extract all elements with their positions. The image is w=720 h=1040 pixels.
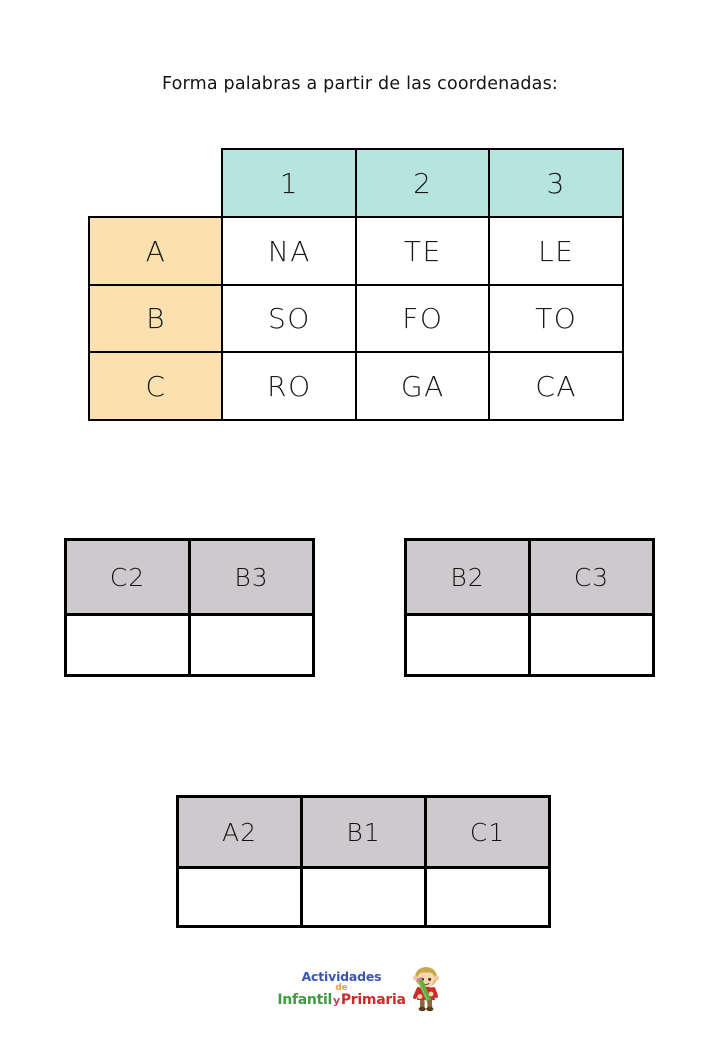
coordinate-grid-row-b: B SO FO TO (88, 283, 632, 354)
grid-cell-a3: LE (488, 216, 625, 287)
exercise-2-table: B2 C3 (404, 538, 655, 677)
exercise-1-answer-1[interactable] (188, 613, 315, 677)
grid-cell-a2: TE (354, 216, 491, 287)
exercise-3-table: A2 B1 C1 (176, 795, 551, 928)
row-header-b: B (88, 283, 224, 354)
exercise-1-answer-0[interactable] (64, 613, 191, 677)
coordinate-grid-header-row: 1 2 3 (88, 148, 632, 219)
grid-cell-c1: RO (221, 351, 358, 422)
exercise-3-coordinate-2: C1 (424, 795, 551, 869)
exercise-3-answer-0[interactable] (176, 866, 303, 928)
column-header-2: 2 (354, 148, 491, 219)
grid-cell-b2: FO (354, 283, 491, 354)
exercise-2-coordinate-0: B2 (404, 538, 531, 616)
coordinate-grid-table: 1 2 3 A NA TE LE B SO FO TO C RO GA CA (88, 148, 632, 422)
logo-word-primaria: Primaria (340, 991, 406, 1008)
exercise-1-coordinate-1: B3 (188, 538, 315, 616)
exercise-2-answer-row (404, 613, 655, 677)
exercise-2-answer-1[interactable] (528, 613, 655, 677)
logo-line-infantil-y-primaria: InfantilyPrimaria (277, 991, 406, 1008)
row-header-c: C (88, 351, 224, 422)
exercise-3-answer-2[interactable] (424, 866, 551, 928)
logo-wordmark: Actividades de InfantilyPrimaria (277, 968, 406, 1008)
logo-word-infantil: Infantil (277, 991, 332, 1008)
grid-cell-c2: GA (354, 351, 491, 422)
exercise-2-coordinate-row: B2 C3 (404, 538, 655, 616)
exercise-1-coordinate-0: C2 (64, 538, 191, 616)
exercise-2-coordinate-1: C3 (528, 538, 655, 616)
child-with-pencil-icon (409, 965, 443, 1013)
page-title: Forma palabras a partir de las coordenad… (161, 74, 559, 94)
grid-cell-b1: SO (221, 283, 358, 354)
coordinate-grid-corner-cell (88, 148, 224, 219)
exercise-1-coordinate-row: C2 B3 (64, 538, 315, 616)
exercise-3-coordinate-1: B1 (300, 795, 427, 869)
coordinate-grid-row-c: C RO GA CA (88, 351, 632, 422)
logo-word-y: y (332, 993, 340, 1007)
logo-inner: Actividades de InfantilyPrimaria (277, 965, 442, 1013)
column-header-1: 1 (221, 148, 358, 219)
exercise-3-answer-1[interactable] (300, 866, 427, 928)
footer-logo: Actividades de InfantilyPrimaria (0, 958, 720, 1020)
logo-line-de: de (335, 982, 348, 993)
exercise-1-answer-row (64, 613, 315, 677)
logo-line-actividades: Actividades (301, 968, 382, 984)
exercise-2-answer-0[interactable] (404, 613, 531, 677)
exercise-3-answer-row (176, 866, 551, 928)
exercise-3-coordinate-row: A2 B1 C1 (176, 795, 551, 869)
grid-cell-b3: TO (488, 283, 625, 354)
coordinate-grid-row-a: A NA TE LE (88, 216, 632, 287)
exercise-3-coordinate-0: A2 (176, 795, 303, 869)
column-header-3: 3 (488, 148, 625, 219)
grid-cell-a1: NA (221, 216, 358, 287)
grid-cell-c3: CA (488, 351, 625, 422)
exercise-1-table: C2 B3 (64, 538, 315, 677)
row-header-a: A (88, 216, 224, 287)
